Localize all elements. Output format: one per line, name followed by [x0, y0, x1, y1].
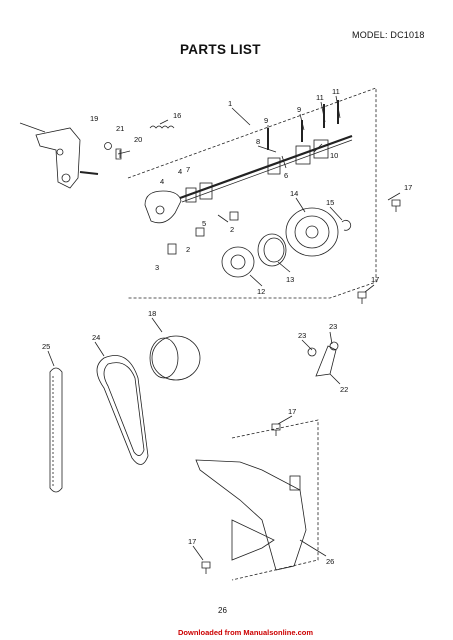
- callout-15: 15: [326, 198, 334, 207]
- callout-21: 21: [116, 124, 124, 133]
- part-14-pulley: [285, 207, 339, 257]
- callout-10: 10: [330, 151, 338, 160]
- callout-1: 1: [228, 99, 232, 108]
- download-link[interactable]: Downloaded from Manualsonline.com: [178, 628, 314, 637]
- callout-19: 19: [90, 114, 98, 123]
- callout-4b: 4: [178, 167, 182, 176]
- lower-assembly-frame: [231, 419, 319, 581]
- callout-16: 16: [173, 111, 181, 120]
- callout-7: 7: [186, 165, 190, 174]
- part-12-pulley: [221, 246, 255, 278]
- part-15-clip: [341, 219, 352, 231]
- part-24-belt: [96, 355, 149, 465]
- callout-12: 12: [257, 287, 265, 296]
- callout-24: 24: [92, 333, 100, 342]
- callout-4a: 4: [160, 177, 164, 186]
- callout-26: 26: [326, 557, 334, 566]
- callout-13: 13: [286, 275, 294, 284]
- callout-18: 18: [148, 309, 156, 318]
- upper-assembly-frame: [127, 87, 377, 299]
- part-4-cam: [144, 190, 182, 224]
- callout-3: 3: [155, 263, 159, 272]
- callout-23a: 23: [298, 331, 306, 340]
- callout-11a: 11: [316, 93, 324, 102]
- part-13-ring: [257, 233, 287, 267]
- callout-17c: 17: [288, 407, 296, 416]
- part-25-belt: [49, 367, 63, 493]
- page-number: 26: [218, 606, 227, 615]
- part-26-lever: [195, 459, 307, 571]
- page-title: PARTS LIST: [180, 42, 261, 57]
- model-number: MODEL: DC1018: [352, 30, 425, 40]
- part-21-washer: [104, 142, 112, 150]
- callout-8: 8: [256, 137, 260, 146]
- callout-9b: 9: [297, 105, 301, 114]
- part-19-bracket: [35, 127, 81, 189]
- callout-23b: 23: [329, 322, 337, 331]
- callout-17b: 17: [371, 275, 379, 284]
- main-shaft: [179, 134, 353, 200]
- callout-11b: 11: [332, 87, 340, 96]
- callout-22: 22: [340, 385, 348, 394]
- callout-2a: 2: [230, 225, 234, 234]
- callout-14: 14: [290, 189, 298, 198]
- callout-20: 20: [134, 135, 142, 144]
- part-22-lever: [315, 345, 337, 377]
- callout-9a: 9: [264, 116, 268, 125]
- part-20-screw: [115, 148, 131, 160]
- callout-2b: 2: [186, 245, 190, 254]
- part-16-spring: [149, 125, 175, 129]
- callout-5: 5: [202, 219, 206, 228]
- callout-17d: 17: [188, 537, 196, 546]
- callout-25: 25: [42, 342, 50, 351]
- part-18-pulley: [151, 335, 201, 381]
- callout-6: 6: [284, 171, 288, 180]
- callout-17a: 17: [404, 183, 412, 192]
